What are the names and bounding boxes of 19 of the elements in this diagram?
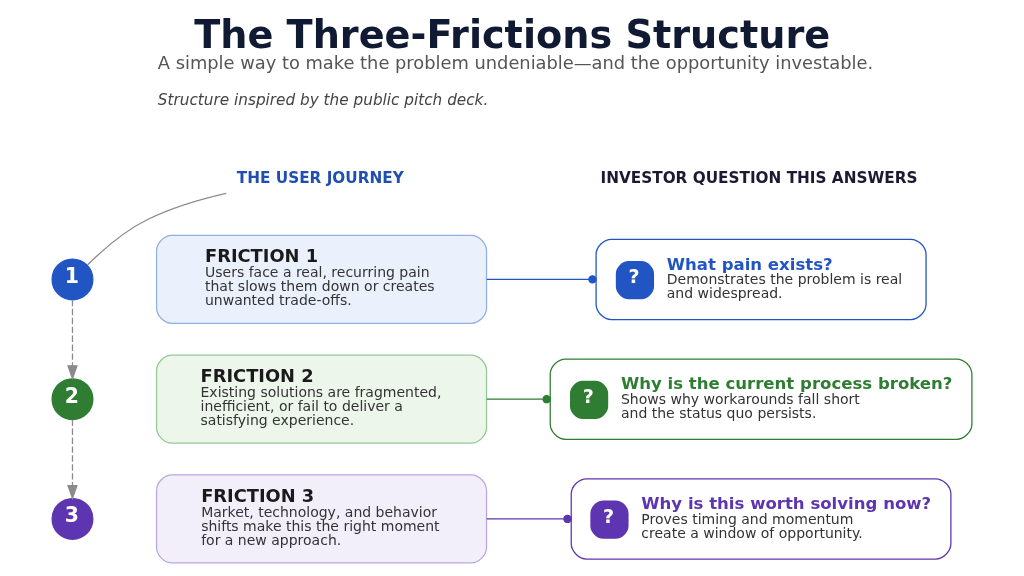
node-box: FRICTION 1 Users face a real, recurring pain that slows them down or creates unwanted trade-offs. [155,234,488,324]
label: INVESTOR QUESTION THIS ANSWERS [600,168,918,187]
node-circle: 2 [51,378,94,421]
node-text: THE USER JOURNEY [236,168,404,187]
connector [486,275,597,284]
node-box: FRICTION 2 Existing solutions are fragmented, inefficient, or fail to deliver a satisfying experience. [155,354,488,444]
node-box: FRICTION 3 Market, technology, and behavior shifts make this the right moment for a new approach. [155,474,488,564]
connector [486,514,572,524]
node-box: ? Why is this worth solving now? Proves timing and momentum create a window of opportunity. [570,478,952,560]
label: Structure inspired by the public pitch deck. [157,90,489,109]
arrow [67,299,78,381]
node-box: ? Why is the current process broken? Shows why workarounds fall short and the status quo persists. [549,358,973,440]
connector [486,394,551,404]
label: A simple way to make the problem undeniable—and the opportunity investable. [157,52,874,74]
node-circle: 3 [51,497,94,540]
connector [87,192,227,266]
node-circle: 1 [51,258,94,301]
arrow [67,419,78,501]
node-box: ? What pain exists? Demonstrates the problem is real and widespread. [595,238,927,321]
